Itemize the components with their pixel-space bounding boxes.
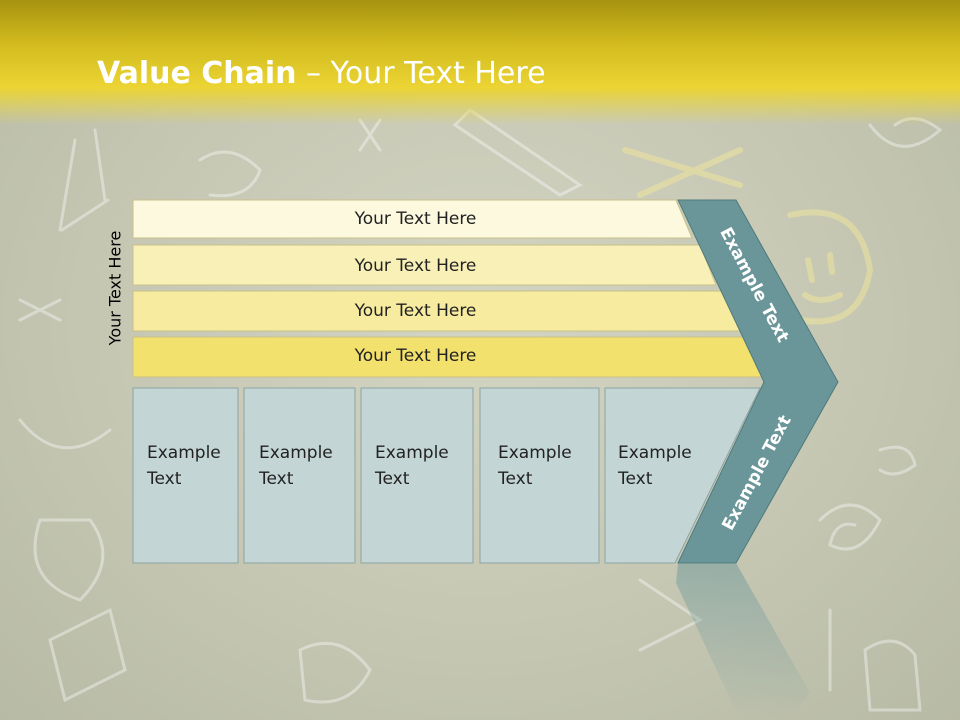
column-4-shape <box>479 387 600 564</box>
bar-1-label: Your Text Here <box>354 209 477 229</box>
column-3-line2: Text <box>375 469 410 489</box>
column-3-shape <box>360 387 474 564</box>
column-5-line2: Text <box>618 469 653 489</box>
column-1-line1: Example <box>147 443 221 463</box>
bar-2-label: Your Text Here <box>354 256 477 276</box>
slide-title: Value Chain – Your Text Here <box>97 54 546 94</box>
column-1-line2: Text <box>147 469 182 489</box>
column-4-label: Example Text <box>498 440 593 492</box>
title-bar <box>0 0 960 125</box>
column-2-shape <box>243 387 356 564</box>
column-2-line2: Text <box>259 469 294 489</box>
column-2-label: Example Text <box>259 440 354 492</box>
column-5-label: Example Text <box>618 440 713 492</box>
column-3-label: Example Text <box>375 440 470 492</box>
bar-4-label: Your Text Here <box>354 346 477 366</box>
bar-3-label: Your Text Here <box>354 301 477 321</box>
column-2-line1: Example <box>259 443 333 463</box>
title-rest: – Your Text Here <box>296 56 546 91</box>
column-1-label: Example Text <box>147 440 242 492</box>
column-3-line1: Example <box>375 443 449 463</box>
bar-1-shape <box>132 199 693 239</box>
bar-2-shape <box>132 244 717 286</box>
vertical-label: Your Text Here <box>105 230 125 346</box>
column-4-line2: Text <box>498 469 533 489</box>
title-bold: Value Chain <box>97 56 297 91</box>
column-1-shape <box>132 387 239 564</box>
column-4-line1: Example <box>498 443 572 463</box>
column-5-line1: Example <box>618 443 692 463</box>
